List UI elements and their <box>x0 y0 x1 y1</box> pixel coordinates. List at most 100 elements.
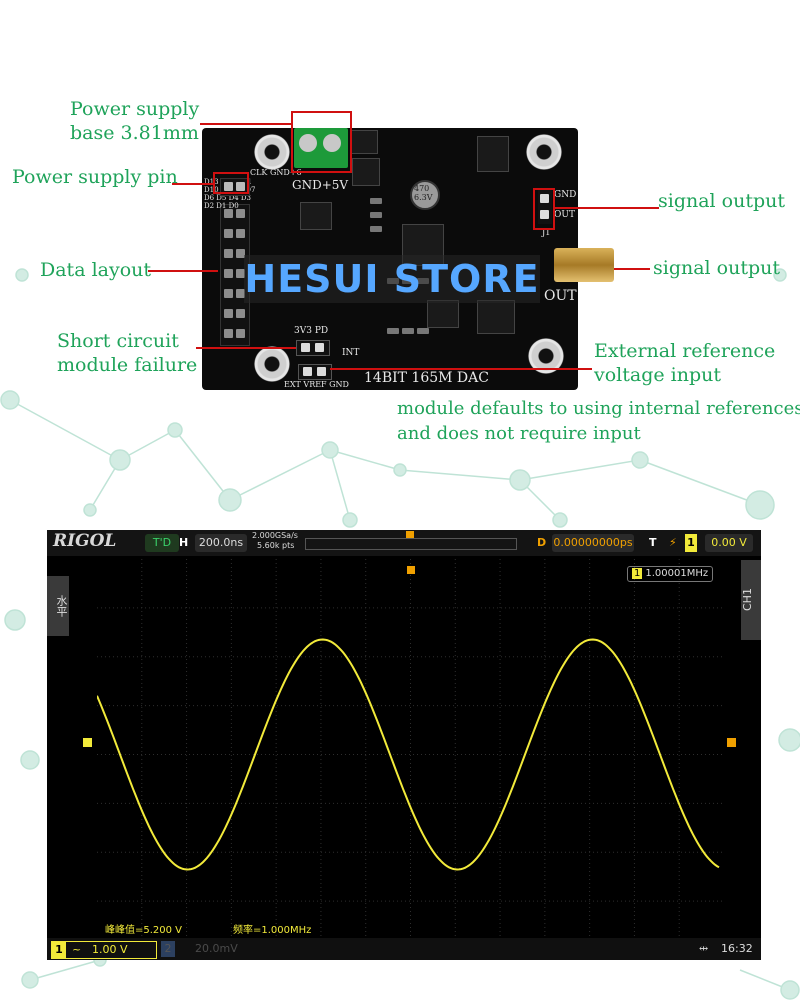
opamp-chip <box>477 300 515 334</box>
smd-part <box>370 198 382 204</box>
pointer-line <box>172 183 213 185</box>
horizontal-label: H <box>179 536 189 549</box>
trigger-level-marker[interactable] <box>727 738 736 747</box>
channel2-scale: 20.0mV <box>195 942 238 955</box>
label-power-base: Power supply base 3.81mm <box>70 98 200 144</box>
power-terminal-block <box>294 128 348 168</box>
header-pin <box>236 249 245 258</box>
header-pin <box>236 329 245 338</box>
header-pin <box>317 367 326 376</box>
horizontal-menu-tab[interactable]: 水平 <box>47 576 69 636</box>
pointer-line <box>196 347 296 349</box>
power-silkscreen: GND+5V <box>292 178 349 192</box>
ref-chip <box>427 300 459 328</box>
label-signal-output-2: signal output <box>653 257 781 279</box>
ext-silkscreen: EXT VREF GND <box>284 380 349 389</box>
ext-ref-pads <box>298 364 332 380</box>
header-pin <box>224 182 233 191</box>
header-pin <box>224 229 233 238</box>
header-pin <box>224 249 233 258</box>
power-base-highlight <box>291 111 352 173</box>
header-pin <box>236 182 245 191</box>
header-pin <box>236 229 245 238</box>
header-pin <box>301 343 310 352</box>
oscilloscope-screen: RIGOL T'D H 200.0ns 2.000GSa/s 5.60k pts… <box>47 530 761 960</box>
trigger-source: 1 <box>685 534 697 552</box>
terminal-screw <box>323 134 341 152</box>
regulator-chip <box>352 158 380 186</box>
waveform-overview-bar[interactable] <box>305 531 517 550</box>
trigger-edge-icon: ⚡ <box>669 536 677 549</box>
board-title: 14BIT 165M DAC <box>364 370 489 386</box>
trigger-label: T <box>649 536 657 549</box>
smd-part <box>370 212 382 218</box>
header-pin <box>224 289 233 298</box>
timebase-value[interactable]: 200.0ns <box>195 534 247 552</box>
store-watermark: HESUI STORE <box>244 255 540 303</box>
header-pin <box>540 194 549 203</box>
pointer-line <box>330 368 592 370</box>
pointer-line <box>555 207 659 209</box>
counter-value: 1.00001MHz <box>645 568 709 579</box>
channel2-scale-box[interactable]: 2 20.0mV <box>161 941 257 957</box>
label-power-pin: Power supply pin <box>12 166 178 188</box>
measurement-vpp: 峰峰值=5.200 V <box>105 925 183 936</box>
channel1-scale: 1.00 V <box>92 943 128 956</box>
measurement-frequency: 频率=1.000MHz <box>233 925 312 936</box>
channel2-number: 2 <box>161 941 175 957</box>
capacitor-rating: 470 6.3V <box>414 184 433 202</box>
jumper-silkscreen: 3V3 PD <box>294 326 329 336</box>
clk-silkscreen: CLK GND+6 <box>250 168 302 177</box>
label-signal-output-1: signal output <box>658 190 786 212</box>
out-silkscreen: OUT <box>544 288 577 304</box>
j1-silkscreen: J1 <box>542 228 551 237</box>
header-pin <box>540 210 549 219</box>
header-pin <box>236 209 245 218</box>
signal-output-pins <box>538 190 552 224</box>
trigger-level[interactable]: 0.00 V <box>705 534 753 552</box>
run-mode-badge[interactable]: T'D <box>145 534 179 552</box>
trigger-time-marker <box>407 566 415 574</box>
inductor <box>350 130 378 154</box>
ldo-chip <box>300 202 332 230</box>
delay-label: D <box>537 536 547 549</box>
channel1-scale-box[interactable]: 1 ~ 1.00 V <box>51 941 157 959</box>
delay-value[interactable]: 0.00000000ps <box>552 534 634 552</box>
pointer-line <box>614 268 650 270</box>
electrolytic-capacitor <box>410 180 440 210</box>
clock-time: 16:32 <box>721 942 753 955</box>
short-circuit-pads <box>296 340 330 356</box>
header-pin <box>236 269 245 278</box>
pointer-line <box>148 270 218 272</box>
header-pin <box>224 309 233 318</box>
memory-depth: 5.60k pts <box>257 541 295 550</box>
terminal-screw <box>299 134 317 152</box>
header-pin <box>236 309 245 318</box>
channel1-ground-marker[interactable] <box>83 738 92 747</box>
smd-part <box>417 328 429 334</box>
header-pin <box>224 209 233 218</box>
power-pin-highlight <box>213 172 249 194</box>
channel1-menu-tab[interactable]: CH1 <box>741 560 761 640</box>
smd-part <box>402 328 414 334</box>
sample-rate: 2.000GSa/s <box>252 531 298 540</box>
label-ext-ref: External reference voltage input <box>594 340 776 386</box>
gnd-silkscreen: GND <box>554 190 577 200</box>
mounting-hole <box>254 134 290 170</box>
counter-source: 1 <box>632 568 643 579</box>
sma-connector <box>554 248 614 282</box>
scope-top-bar: RIGOL T'D H 200.0ns 2.000GSa/s 5.60k pts… <box>47 530 761 556</box>
scope-bottom-bar: 1 ~ 1.00 V 2 20.0mV ⇹ 16:32 <box>47 938 761 960</box>
data-pin-header <box>220 204 250 346</box>
out-small-silkscreen: OUT <box>554 210 575 220</box>
label-data-layout: Data layout <box>40 259 152 281</box>
trigger-position-marker <box>406 531 414 538</box>
mounting-hole <box>254 346 290 382</box>
ic-chip <box>477 136 509 172</box>
mounting-hole <box>526 134 562 170</box>
signal-output-highlight <box>533 188 555 230</box>
label-short-circuit: Short circuit module failure <box>57 330 198 376</box>
channel1-number: 1 <box>52 942 66 958</box>
